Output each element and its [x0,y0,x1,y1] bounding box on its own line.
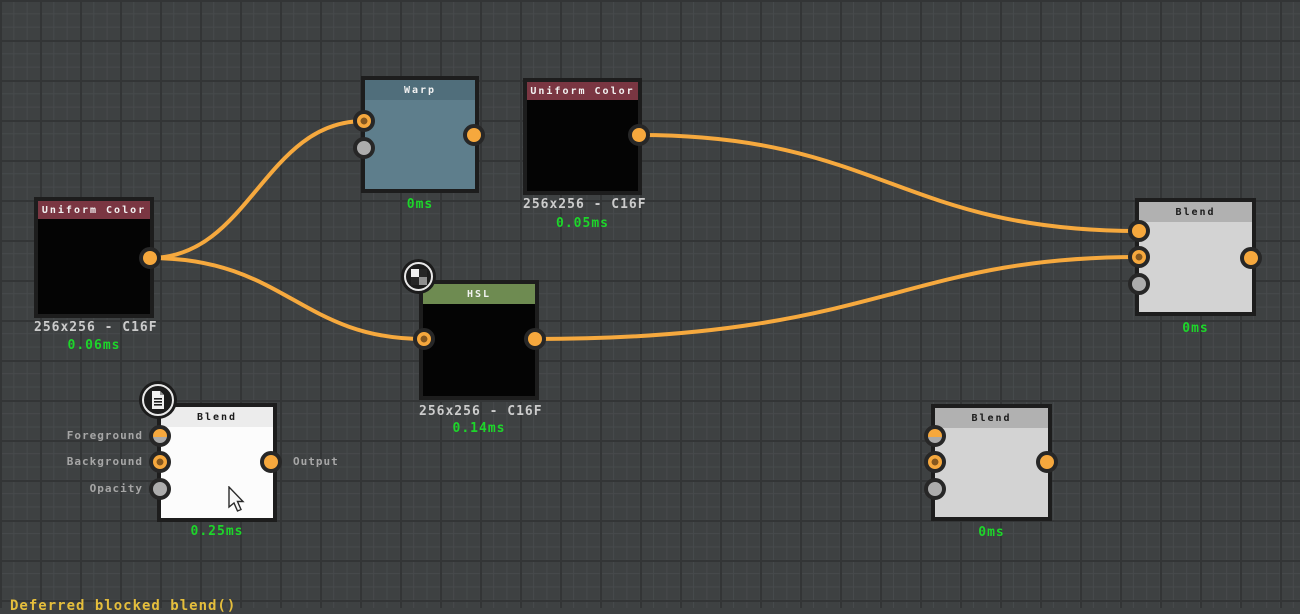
port-blend-main-opacity[interactable] [149,478,171,500]
node-title: Blend [1139,202,1252,222]
wire-uniformcolor1-to-hsl[interactable] [148,256,426,341]
node-time-label: 0ms [978,525,1005,540]
node-preview[interactable] [38,219,150,314]
port-warp-input-2[interactable] [353,137,375,159]
node-title: Blend [161,407,273,427]
node-preview[interactable] [1139,222,1252,312]
node-time-label: 0.05ms [556,216,609,231]
node-time-label: 0ms [406,197,434,212]
node-hsl[interactable]: HSL [419,280,539,400]
port-blend-right-opacity[interactable] [1128,273,1150,295]
node-blend-right[interactable]: Blend [1135,198,1256,316]
node-time-label: 0.06ms [67,338,121,353]
port-label-output: Output [293,455,339,468]
port-label-background: Background [66,455,143,468]
node-size-label: 256x256 - C16F [419,404,543,419]
port-blend-br-opacity[interactable] [924,478,946,500]
port-blend-main-output[interactable] [260,451,282,473]
port-label-foreground: Foreground [66,429,143,442]
node-time-label: 0ms [1182,321,1209,336]
port-warp-input-1[interactable] [353,110,375,132]
wire-uniformcolor2-to-blendright[interactable] [637,133,1141,233]
port-blend-br-foreground[interactable] [924,425,946,447]
node-preview[interactable] [527,100,638,191]
port-blend-right-background[interactable] [1128,246,1150,268]
wire-hsl-to-blendright[interactable] [533,255,1141,341]
wire-uniformcolor1-to-warp[interactable] [148,119,366,260]
node-blend-bottom-right[interactable]: Blend [931,404,1052,521]
port-blend-main-foreground[interactable] [149,425,171,447]
node-preview[interactable] [423,304,535,396]
port-uniform-color-2-output[interactable] [628,124,650,146]
port-blend-right-foreground[interactable] [1128,220,1150,242]
status-bar-text: Deferred blocked blend() [10,598,237,614]
node-title: Uniform Color [527,82,638,100]
node-size-label: 256x256 - C16F [34,320,158,335]
node-preview[interactable] [365,100,475,189]
port-label-opacity: Opacity [89,482,143,495]
node-uniform-color-2[interactable]: Uniform Color [523,78,642,195]
node-warp[interactable]: Warp [361,76,479,193]
node-title: Blend [935,408,1048,428]
document-icon [142,384,174,416]
port-hsl-output[interactable] [524,328,546,350]
node-preview[interactable] [935,428,1048,517]
port-blend-right-output[interactable] [1240,247,1262,269]
port-warp-output[interactable] [463,124,485,146]
node-title: Warp [365,80,475,100]
node-preview[interactable] [161,427,273,518]
port-uniform-color-1-output[interactable] [139,247,161,269]
port-hsl-input[interactable] [413,328,435,350]
node-size-label: 256x256 - C16F [523,197,647,212]
node-title: HSL [423,284,535,304]
port-blend-br-background[interactable] [924,451,946,473]
node-uniform-color-1[interactable]: Uniform Color [34,197,154,318]
node-time-label: 0.25ms [190,524,244,539]
mouse-cursor [228,486,245,512]
node-time-label: 0.14ms [452,421,506,436]
port-blend-br-output[interactable] [1036,451,1058,473]
node-title: Uniform Color [38,201,150,219]
port-blend-main-background[interactable] [149,451,171,473]
node-blend-main[interactable]: Blend [157,403,277,522]
transparency-checker-icon [404,262,433,291]
